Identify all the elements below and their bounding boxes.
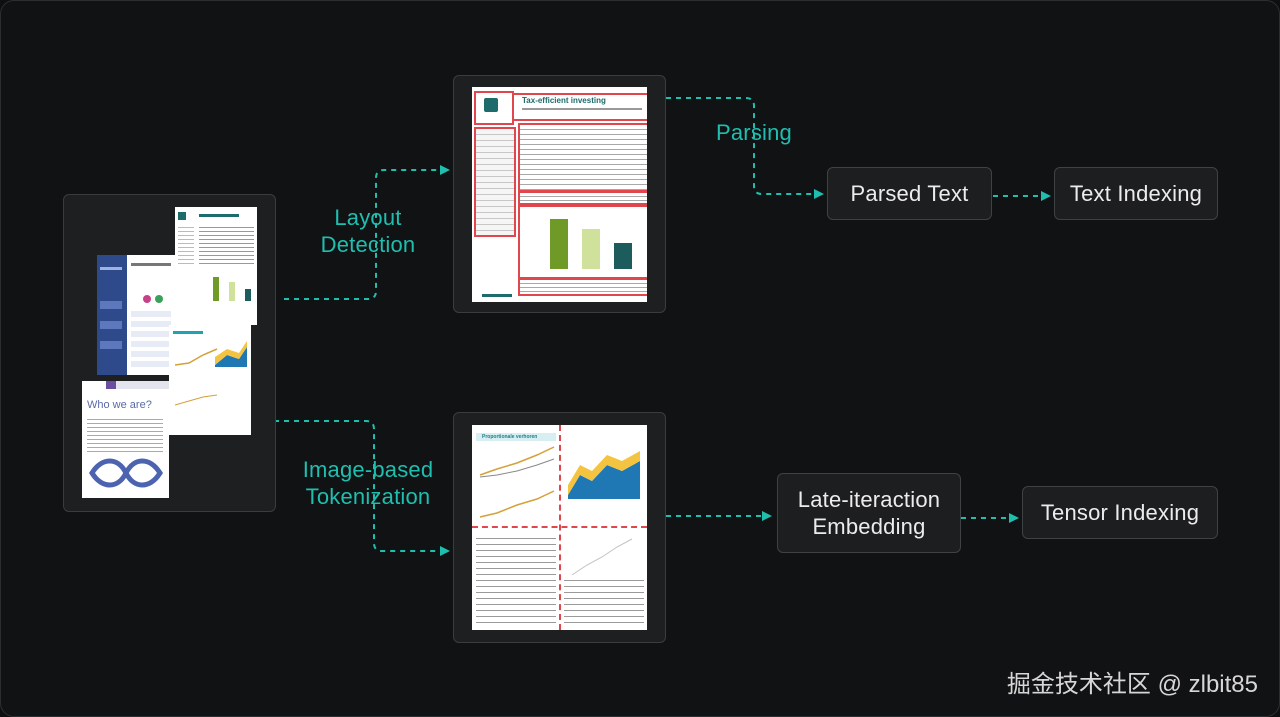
layout-annotated-page: Tax-efficient investing	[472, 87, 647, 302]
text-indexing-node: Text Indexing	[1054, 167, 1218, 220]
tax-bar-1	[550, 219, 568, 269]
document-thumbnail-investing	[175, 207, 257, 325]
arrow-to-parsed-text	[666, 97, 824, 199]
document-thumbnail-line-charts	[169, 325, 251, 435]
late-interaction-line-1: Late-iteraction	[797, 487, 941, 512]
layout-detection-label: Layout Detection	[320, 205, 416, 257]
tokenized-page: Proportionale verhoren	[472, 425, 647, 630]
document-thumbnail-who-we-are: Who we are?	[82, 381, 169, 498]
tokenized-page-charts	[479, 446, 640, 576]
tensor-indexing-label: Tensor Indexing	[1040, 500, 1200, 525]
document-thumbnail-table	[97, 255, 175, 375]
section-heading: Proportionale verhoren	[482, 434, 538, 440]
arrow-to-layout-detection	[284, 165, 450, 300]
arrow-to-image-tokenization	[274, 420, 450, 556]
tax-bar-3	[614, 243, 632, 269]
tax-page-title: Tax-efficient investing	[522, 96, 606, 105]
watermark: 掘金技术社区 @ zlbit85	[1006, 671, 1258, 698]
tensor-indexing-node: Tensor Indexing	[1022, 486, 1218, 539]
who-we-are-title: Who we are?	[87, 399, 152, 411]
tokenization-card: Proportionale verhoren	[453, 412, 666, 643]
parsed-text-node: Parsed Text	[827, 167, 992, 220]
parsing-label: Parsing	[716, 120, 792, 145]
text-indexing-label: Text Indexing	[1069, 181, 1203, 206]
late-interaction-line-2: Embedding	[812, 514, 926, 539]
source-documents-card: Who we are?	[63, 194, 276, 512]
parsed-text-label: Parsed Text	[850, 181, 969, 206]
image-tokenization-label: Image-based Tokenization	[302, 457, 434, 509]
late-interaction-embedding-node: Late-iteraction Embedding	[777, 473, 961, 553]
layout-detection-card: Tax-efficient investing	[453, 75, 666, 313]
tax-bar-2	[582, 229, 600, 269]
